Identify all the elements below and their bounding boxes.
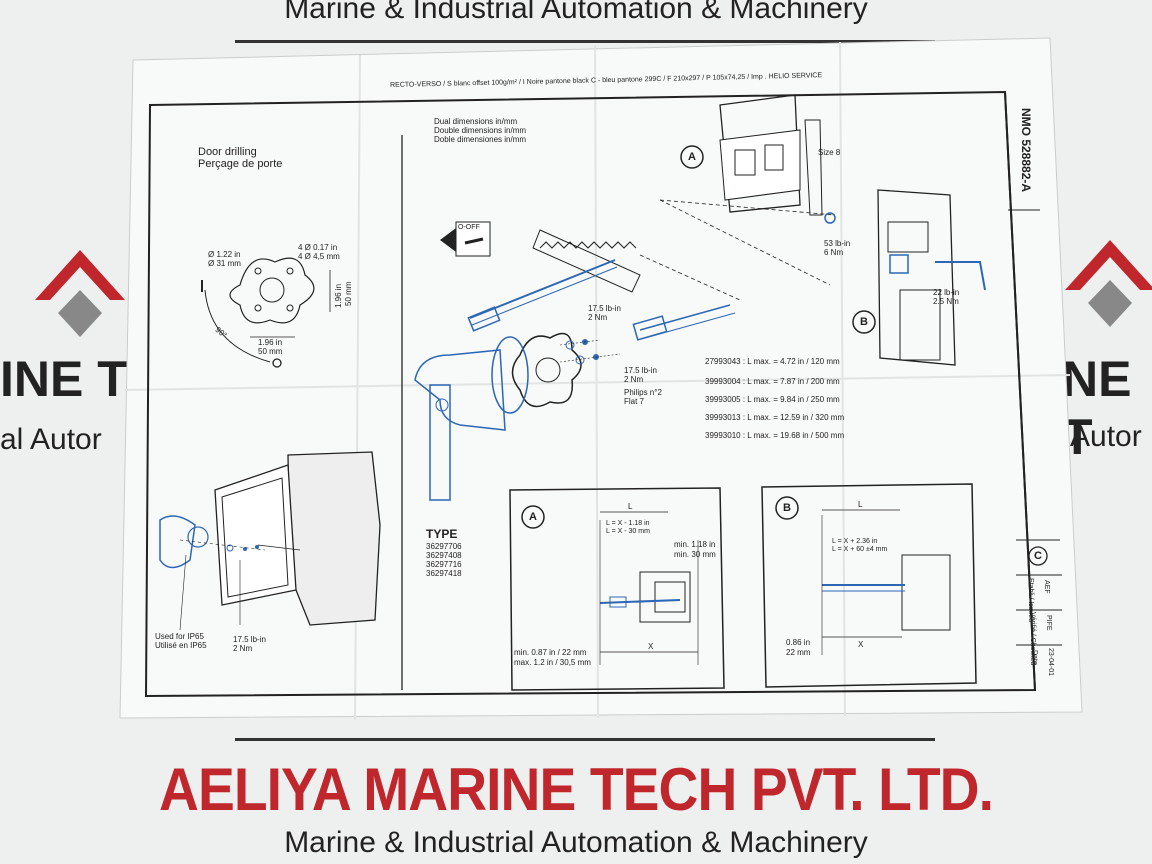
dim-w50: 50 mm (258, 347, 283, 356)
doc-number: NMO 528882-A (1019, 108, 1033, 193)
title-block-c3: 23-04-01 (1047, 648, 1054, 677)
shaft-4: 39993013 : L max. = 12.59 in / 320 mm (705, 413, 845, 422)
torque-5-in: 17.5 lb-in (233, 635, 266, 644)
box-a-L: L (628, 502, 633, 511)
philips-1: Philips n°2 (624, 388, 662, 397)
box-b-formula1: L = X + 2.36 in (832, 538, 878, 545)
torque-4-in: 22 lb-in (933, 288, 960, 297)
box-a-formula1: L = X - 1.18 in (606, 520, 650, 527)
dim-w196: 1.96 in (258, 338, 283, 347)
type-3: 36297716 (426, 560, 462, 569)
box-a-min2: min. 30 mm (674, 550, 716, 559)
dim-h196: 1.96 in (334, 283, 343, 308)
box-a-max3: max. 1.2 in / 30,5 mm (514, 658, 591, 667)
torque-5-nm: 2 Nm (233, 644, 253, 653)
bottom-banner: Marine & Industrial Automation & Machine… (284, 826, 868, 859)
dim-d122: Ø 1.22 in (208, 250, 241, 259)
dim-d45: 4 Ø 4,5 mm (298, 252, 340, 261)
left-logo-icon (35, 250, 125, 337)
box-b-d1: 0.86 in (786, 638, 811, 647)
ip65-fr: Utilisé en IP65 (155, 641, 207, 650)
torque-2-in: 17.5 lb-in (624, 366, 657, 375)
torque-2-nm: 2 Nm (624, 375, 644, 384)
torque-1-nm: 2 Nm (588, 313, 608, 322)
box-a-min1: min. 1.18 in (674, 540, 716, 549)
dual-dimensions-fr: Double dimensions in/mm (434, 126, 527, 135)
shaft-2: 39993004 : L max. = 7.87 in / 200 mm (705, 377, 840, 386)
size-label: Size 8 (818, 148, 841, 157)
box-a-label: A (529, 511, 537, 523)
shaft-5: 39993010 : L max. = 19.68 in / 500 mm (705, 431, 845, 440)
type-1: 36297706 (426, 542, 462, 551)
title-block-c3b: Date (1031, 650, 1038, 665)
box-b-label: B (783, 502, 791, 514)
revision-letter: C (1034, 550, 1042, 562)
off-label: O-OFF (458, 224, 480, 231)
torque-3-in: 53 lb-in (824, 239, 851, 248)
torque-3-nm: 6 Nm (824, 248, 844, 257)
divider (235, 738, 935, 741)
box-b-formula2: L = X + 60 ±4 mm (832, 546, 888, 553)
right-logo-icon (1065, 240, 1152, 327)
callout-a: A (688, 151, 696, 163)
box-b-d2: 22 mm (786, 648, 811, 657)
door-drilling-title-en: Door drilling (198, 146, 257, 158)
title-block-c2: PIFE (1045, 615, 1052, 631)
type-title: TYPE (426, 527, 458, 541)
top-banner: Marine & Industrial Automation & Machine… (284, 0, 868, 25)
dim-d017: 4 Ø 0.17 in (298, 243, 338, 252)
torque-1-in: 17.5 lb-in (588, 304, 621, 313)
philips-2: Flat 7 (624, 397, 645, 406)
door-drilling-title-fr: Perçage de porte (198, 158, 283, 170)
torque-4-nm: 2.5 Nm (933, 297, 959, 306)
ip65-en: Used for IP65 (155, 632, 204, 641)
box-a-X: X (648, 642, 654, 651)
shaft-3: 39993005 : L max. = 9.84 in / 250 mm (705, 395, 840, 404)
dim-d31: Ø 31 mm (208, 259, 241, 268)
dim-h50: 50 mm (344, 281, 353, 306)
shaft-1: 27993043 : L max. = 4.72 in / 120 mm (705, 357, 840, 366)
callout-b: B (860, 316, 868, 328)
dual-dimensions-en: Dual dimensions in/mm (434, 117, 518, 126)
left-side-sub: al Autor (0, 423, 102, 456)
box-a-formula2: L = X - 30 mm (606, 528, 650, 535)
dual-dimensions-es: Doble dimensiones in/mm (434, 135, 527, 144)
right-side-sub: Autor (1070, 420, 1142, 453)
type-2: 36297408 (426, 551, 462, 560)
box-b-L: L (858, 500, 863, 509)
title-block-c1: AEF (1043, 580, 1050, 594)
brand-name: AELIYA MARINE TECH PVT. LTD. (158, 756, 994, 823)
type-4: 36297418 (426, 569, 462, 578)
box-a-min3: min. 0.87 in / 22 mm (514, 648, 587, 657)
divider (235, 40, 935, 43)
box-b-X: X (858, 640, 864, 649)
